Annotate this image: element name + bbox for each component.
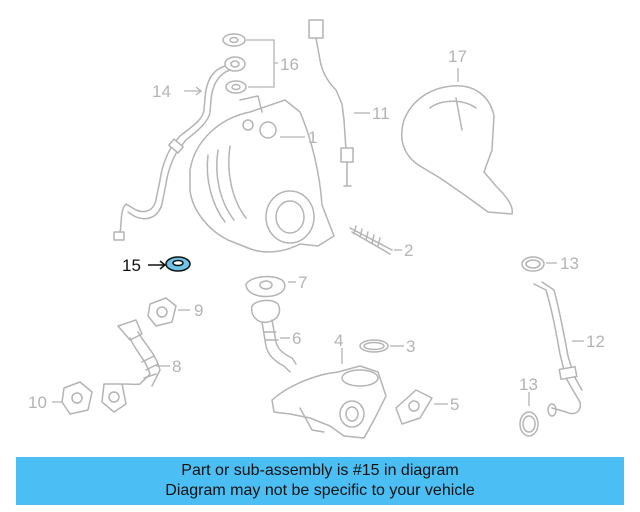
- callout-5: 5: [450, 395, 459, 414]
- part-5-gasket[interactable]: [395, 389, 448, 425]
- part-2-stud[interactable]: [349, 225, 402, 255]
- callout-3: 3: [406, 337, 415, 356]
- callout-4: 4: [334, 331, 343, 350]
- callout-17: 17: [448, 47, 467, 66]
- part-15-gasket-highlighted[interactable]: [148, 256, 191, 272]
- part-9-gasket[interactable]: [147, 297, 190, 327]
- callout-13-upper: 13: [560, 254, 579, 273]
- banner-line-disclaimer: Diagram may not be specific to your vehi…: [165, 482, 475, 499]
- part-1-turbocharger[interactable]: [189, 95, 335, 253]
- part-3-o-ring[interactable]: [359, 339, 404, 353]
- part-16-washers[interactable]: [222, 33, 278, 94]
- callout-15: 15: [122, 256, 141, 275]
- part-10-gasket[interactable]: [52, 381, 93, 415]
- callout-2: 2: [404, 241, 413, 260]
- part-8-flex-pipe[interactable]: [101, 319, 170, 413]
- callout-8: 8: [172, 357, 181, 376]
- part-13-o-ring-lower[interactable]: [519, 392, 539, 437]
- callout-13-lower: 13: [519, 375, 538, 394]
- part-14-oil-line[interactable]: [113, 65, 231, 241]
- callout-1: 1: [308, 128, 317, 147]
- part-17-heat-shield[interactable]: [400, 68, 514, 215]
- part-4-egr-housing[interactable]: [271, 348, 387, 439]
- part-7-gasket[interactable]: [245, 275, 296, 298]
- callout-9: 9: [194, 301, 203, 320]
- callout-7: 7: [298, 273, 307, 292]
- callout-10: 10: [28, 393, 47, 412]
- callout-11: 11: [372, 104, 390, 123]
- callout-14: 14: [152, 82, 171, 101]
- callout-12: 12: [586, 332, 605, 351]
- banner-line-part: Part or sub-assembly is #15 in diagram: [181, 462, 459, 479]
- part-6-egr-pipe[interactable]: [250, 299, 297, 373]
- info-banner: Part or sub-assembly is #15 in diagram D…: [16, 457, 624, 505]
- part-11-sensor[interactable]: [308, 19, 370, 187]
- callout-16: 16: [280, 55, 299, 74]
- part-13-o-ring-upper[interactable]: [521, 256, 557, 272]
- callout-6: 6: [292, 329, 301, 348]
- part-12-coolant-pipe[interactable]: [533, 281, 584, 417]
